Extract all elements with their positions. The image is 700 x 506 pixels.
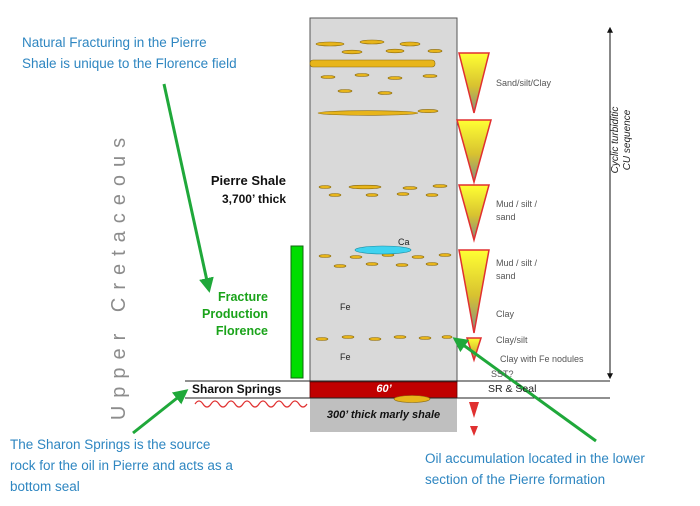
sharon-springs-label: Sharon Springs (192, 382, 282, 396)
note-line: Oil accumulation located in the lower (425, 451, 645, 466)
unconformity-wave (194, 400, 308, 408)
sharon-thickness-label: 60’ (376, 383, 392, 395)
fracture-line: Production (202, 307, 268, 321)
calcite-lens (354, 245, 412, 255)
natural-fracturing-note: Natural Fracturing in the Pierre Shale i… (22, 32, 237, 74)
oil-accumulation-note: Oil accumulation located in the lower se… (425, 448, 645, 490)
lith-line: Mud / silt / (496, 199, 538, 209)
pierre-shale-thickness: 3,700’ thick (221, 192, 286, 206)
fracture-line: Florence (215, 324, 268, 338)
fracture-production-label: Fracture Production Florence (188, 289, 268, 340)
sharon-springs-note: The Sharon Springs is the source rock fo… (10, 434, 233, 497)
pierre-shale-column (309, 17, 458, 383)
lith-line: sand (496, 212, 516, 222)
marly-shale-block (310, 398, 457, 432)
natural-fracturing-arrow (162, 83, 214, 293)
sharon-springs-arrow (132, 389, 189, 435)
note-line: The Sharon Springs is the source (10, 437, 211, 452)
fracture-line: Fracture (217, 290, 268, 304)
sr-seal-label: SR & Seal (488, 383, 537, 395)
marly-shale-label: 300’ thick marly shale (326, 409, 441, 421)
lithology-clay-fe: Clay with Fe nodules (500, 354, 584, 364)
cyc-line: Cyclic turbiditic (610, 106, 621, 174)
lithology-mud-silt-sand-2: Mud / silt / sand (496, 257, 537, 283)
pierre-shale-name: Pierre Shale (210, 173, 286, 188)
lith-line: Mud / silt / (496, 258, 538, 268)
cu-triangles (456, 52, 492, 363)
cyclic-sequence-label: Cyclic turbiditic CU sequence (610, 65, 634, 215)
note-line: bottom seal (10, 479, 80, 494)
fe-tag-lower: Fe (340, 352, 351, 362)
oil-accumulation-arrow (452, 337, 597, 443)
lithology-clay: Clay (496, 309, 515, 319)
cyc-line: CU sequence (622, 109, 633, 171)
lithology-clay-silt: Clay/silt (496, 335, 528, 345)
note-line: rock for the oil in Pierre and acts as a (10, 458, 233, 473)
lithology-mud-silt-sand-1: Mud / silt / sand (496, 198, 537, 224)
lith-line: sand (496, 271, 516, 281)
note-line: Natural Fracturing in the Pierre (22, 35, 207, 50)
lithology-sand-silt-clay: Sand/silt/Clay (496, 78, 552, 88)
sand-lenses (309, 39, 453, 403)
note-line: section of the Pierre formation (425, 472, 606, 487)
note-line: Shale is unique to the Florence field (22, 56, 237, 71)
small-triangles-below (469, 402, 479, 436)
ca-tag: Ca (398, 237, 410, 247)
fe-tag-upper: Fe (340, 302, 351, 312)
lithology-sst: SST? (491, 369, 514, 379)
fracture-production-bar (290, 245, 304, 379)
